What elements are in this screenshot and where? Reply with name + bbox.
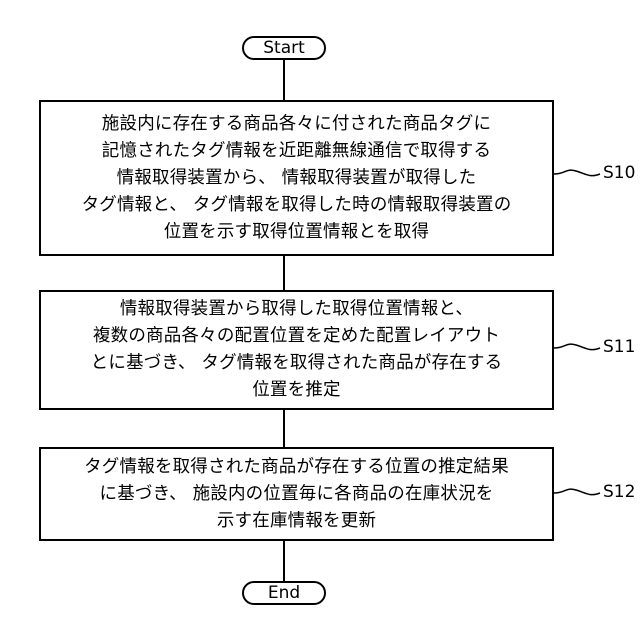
step-line: 位置を推定: [91, 377, 503, 404]
step-line: 情報取得装置から、 情報取得装置が取得した: [82, 165, 512, 192]
end-label: End: [268, 583, 300, 603]
step-line: 示す在庫情報を更新: [84, 508, 509, 535]
end-terminal: End: [242, 581, 326, 605]
leader-s11: [554, 344, 600, 350]
step-text-s12: タグ情報を取得された商品が存在する位置の推定結果 に基づき、 施設内の位置毎に各…: [84, 454, 509, 535]
leader-s12: [554, 489, 600, 495]
step-line: 施設内に存在する商品各々に付された商品タグに: [82, 111, 512, 138]
step-line: に基づき、 施設内の位置毎に各商品の在庫状況を: [84, 481, 509, 508]
step-line: 記憶されたタグ情報を近距離無線通信で取得する: [82, 138, 512, 165]
start-label: Start: [263, 38, 305, 58]
step-text-s10: 施設内に存在する商品各々に付された商品タグに 記憶されたタグ情報を近距離無線通信…: [82, 111, 512, 246]
step-line: 位置を示す取得位置情報とを取得: [82, 219, 512, 246]
step-box-s11: 情報取得装置から取得した取得位置情報と、 複数の商品各々の配置位置を定めた配置レ…: [39, 290, 554, 410]
start-terminal: Start: [242, 36, 326, 60]
step-label-s11: S11: [603, 337, 635, 357]
leader-s10: [554, 170, 600, 176]
step-line: とに基づき、 タグ情報を取得された商品が存在する: [91, 350, 503, 377]
step-line: 複数の商品各々の配置位置を定めた配置レイアウト: [91, 323, 503, 350]
step-line: タグ情報と、 タグ情報を取得した時の情報取得装置の: [82, 192, 512, 219]
step-label-s10: S10: [603, 163, 635, 183]
step-box-s12: タグ情報を取得された商品が存在する位置の推定結果 に基づき、 施設内の位置毎に各…: [39, 447, 554, 541]
step-box-s10: 施設内に存在する商品各々に付された商品タグに 記憶されたタグ情報を近距離無線通信…: [39, 100, 554, 256]
step-label-s12: S12: [603, 482, 635, 502]
step-line: 情報取得装置から取得した取得位置情報と、: [91, 296, 503, 323]
step-text-s11: 情報取得装置から取得した取得位置情報と、 複数の商品各々の配置位置を定めた配置レ…: [91, 296, 503, 404]
step-line: タグ情報を取得された商品が存在する位置の推定結果: [84, 454, 509, 481]
